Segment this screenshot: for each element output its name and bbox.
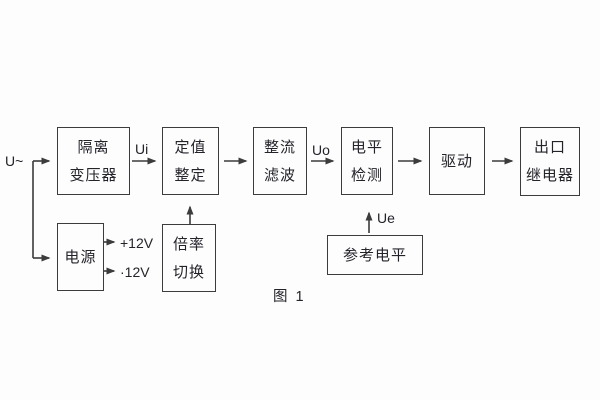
block-label-line: 电平: [350, 138, 383, 156]
block-label-line: 继电器: [525, 167, 574, 184]
block-label-line: 整定: [174, 166, 207, 184]
block-label-line: 检测: [350, 166, 383, 184]
figure-caption: 图 1: [273, 289, 306, 305]
block-reference-level: 参考电平: [327, 235, 423, 275]
block-label-line: 参考电平: [342, 246, 407, 264]
uo-signal-label: Uo: [312, 142, 330, 158]
block-label-line: 倍率: [172, 235, 205, 253]
minus12v-label: ·12V: [120, 264, 150, 280]
block-label-line: 滤波: [263, 166, 296, 184]
block-label-line: 变压器: [69, 166, 118, 184]
block-label-line: 出口: [533, 139, 566, 156]
block-power-supply: 电源: [57, 223, 104, 291]
block-isolation-transformer: 隔离 变压器: [57, 127, 130, 195]
block-label-line: 定值: [174, 138, 207, 156]
block-level-detector: 电平 检测: [341, 127, 393, 195]
block-setpoint-adjust: 定值 整定: [162, 127, 219, 195]
block-label-line: 切换: [172, 263, 205, 281]
block-label-line: 驱动: [440, 152, 473, 170]
plus12v-label: +12V: [120, 235, 154, 251]
block-label-line: 整流: [263, 138, 296, 156]
block-output-relay: 出口 继电器: [520, 127, 580, 196]
block-multiplier-switch: 倍率 切换: [162, 224, 216, 292]
block-rectifier-filter: 整流 滤波: [253, 127, 307, 195]
ui-signal-label: Ui: [135, 141, 149, 157]
input-signal-label: U~: [5, 153, 24, 169]
block-label-line: 隔离: [77, 138, 110, 156]
block-driver: 驱动: [429, 127, 485, 195]
block-label-line: 电源: [64, 248, 97, 266]
ue-signal-label: Ue: [377, 210, 395, 226]
